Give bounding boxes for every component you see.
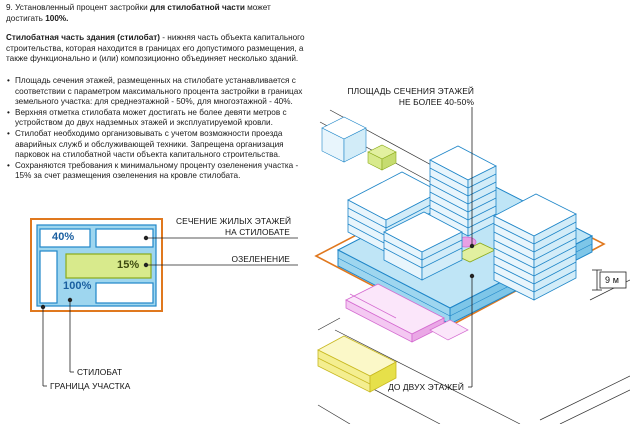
definition-paragraph: Стилобатная часть здания (стилобат) - ни… <box>6 33 312 65</box>
residential-section-2 <box>95 228 154 248</box>
definition-term: Стилобатная часть здания (стилобат) <box>6 33 161 42</box>
pct-stylobate-label: 100% <box>63 280 92 292</box>
label-green: ОЗЕЛЕНЕНИЕ <box>231 254 290 264</box>
heading-number: 9. <box>6 3 13 12</box>
heading-bold: для стилобатной части <box>149 3 245 12</box>
list-item: Сохраняются требования к минимальному пр… <box>6 161 312 182</box>
section-heading: 9. Установленный процент застройки для с… <box>6 3 306 24</box>
label-boundary: ГРАНИЦА УЧАСТКА <box>50 381 131 391</box>
definition-text: - нижняя часть объекта капитального стро… <box>6 33 305 64</box>
requirements-list: Площадь сечения этажей, размещенных на с… <box>6 76 312 182</box>
list-item: Верхняя отметка стилобата может достигат… <box>6 108 312 129</box>
heading-percent: 100%. <box>45 13 69 23</box>
pct-residential-label: 40% <box>52 231 75 243</box>
residential-section-3 <box>39 250 58 304</box>
list-item: Площадь сечения этажей, размещенных на с… <box>6 76 312 108</box>
site-boundary-rect <box>30 218 163 312</box>
heading-text-1: Установленный процент застройки <box>15 3 148 12</box>
pct-green-label: 15% <box>117 259 140 271</box>
label-residential-line1: СЕЧЕНИЕ ЖИЛЫХ ЭТАЖЕЙ <box>176 216 292 226</box>
residential-section-4 <box>95 282 154 304</box>
iso-label-floors: ДО ДВУХ ЭТАЖЕЙ <box>388 382 464 392</box>
iso-label-area-line2: НЕ БОЛЕЕ 40-50% <box>398 97 474 107</box>
heading-text-2: может достигать <box>6 3 271 23</box>
iso-label-area-line1: ПЛОЩАДЬ СЕЧЕНИЯ ЭТАЖЕЙ <box>347 86 474 96</box>
label-stylobate: СТИЛОБАТ <box>77 367 123 377</box>
label-residential-line2: НА СТИЛОБАТЕ <box>224 227 290 237</box>
iso-label-height: 9 м <box>605 275 619 285</box>
iso-site-boundary <box>314 175 606 327</box>
list-item: Стилобат необходимо организовывать с уче… <box>6 129 312 161</box>
